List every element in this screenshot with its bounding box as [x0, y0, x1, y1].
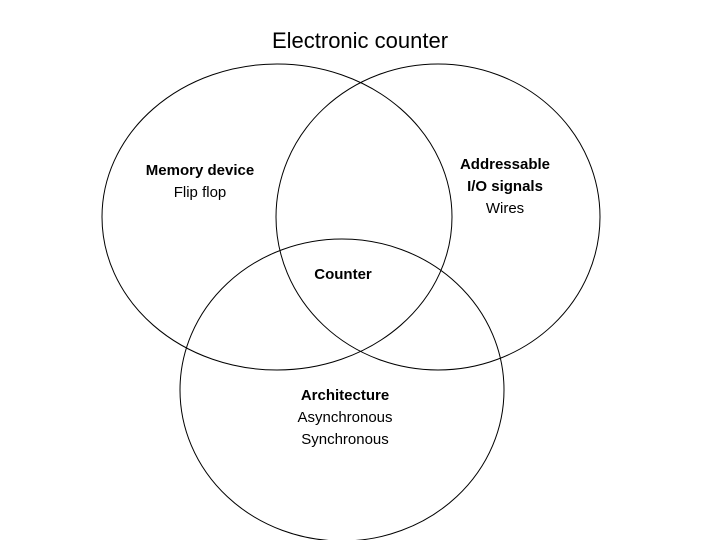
architecture-label: Architecture Asynchronous Synchronous [265, 385, 425, 451]
memory-device-heading: Memory device [145, 162, 255, 179]
diagram-title: Electronic counter [271, 28, 449, 53]
addressable-label: Addressable I/O signals Wires [425, 154, 585, 220]
counter-label: Counter [314, 266, 372, 283]
addressable-heading: Addressable [459, 156, 551, 173]
circle-addressable [275, 63, 601, 371]
addressable-item-wires: Wires [485, 200, 525, 217]
circle-architecture [179, 238, 505, 540]
memory-device-item: Flip flop [173, 184, 227, 201]
architecture-item-async: Asynchronous [297, 409, 393, 426]
memory-device-label: Memory device Flip flop [120, 160, 280, 204]
addressable-item-io: I/O signals [467, 178, 543, 195]
architecture-item-sync: Synchronous [301, 431, 389, 448]
center-label: Counter [283, 264, 403, 286]
circle-memory-device [101, 63, 453, 371]
architecture-heading: Architecture [300, 387, 390, 404]
